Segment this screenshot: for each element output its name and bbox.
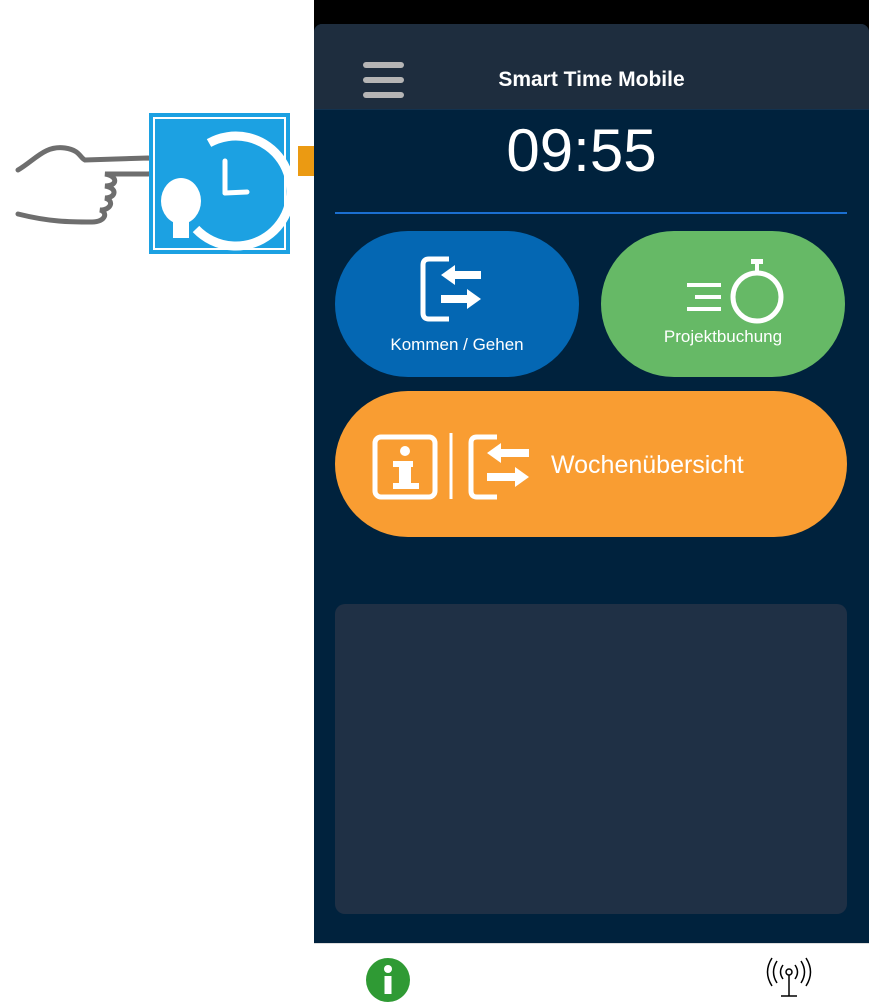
projektbuchung-button[interactable]: Projektbuchung [601, 231, 845, 377]
wochenuebersicht-button[interactable]: Wochenübersicht [335, 391, 847, 537]
footer-bar [314, 943, 869, 1008]
clock-in-out-icon [420, 256, 481, 322]
app-title: Smart Time Mobile [498, 68, 685, 91]
divider [335, 212, 847, 214]
app-header: Smart Time Mobile [314, 24, 869, 110]
app-icon [149, 113, 296, 254]
antenna-signal-icon[interactable] [764, 956, 814, 1000]
info-transfer-icon [372, 433, 529, 500]
wochenuebersicht-label: Wochenübersicht [551, 451, 744, 479]
stopwatch-icon [687, 259, 784, 324]
clock-time: 09:55 [506, 117, 657, 184]
projektbuchung-label: Projektbuchung [663, 327, 783, 346]
kommen-gehen-button[interactable]: Kommen / Gehen [335, 231, 579, 377]
content-panel [335, 604, 847, 914]
app-screen: Smart Time Mobile 09:55 Kommen / Gehen P… [314, 24, 869, 943]
info-icon[interactable] [364, 956, 412, 1004]
kommen-gehen-label: Kommen / Gehen [390, 335, 524, 354]
pointing-hand-icon [15, 145, 159, 225]
hamburger-icon[interactable] [354, 54, 414, 102]
